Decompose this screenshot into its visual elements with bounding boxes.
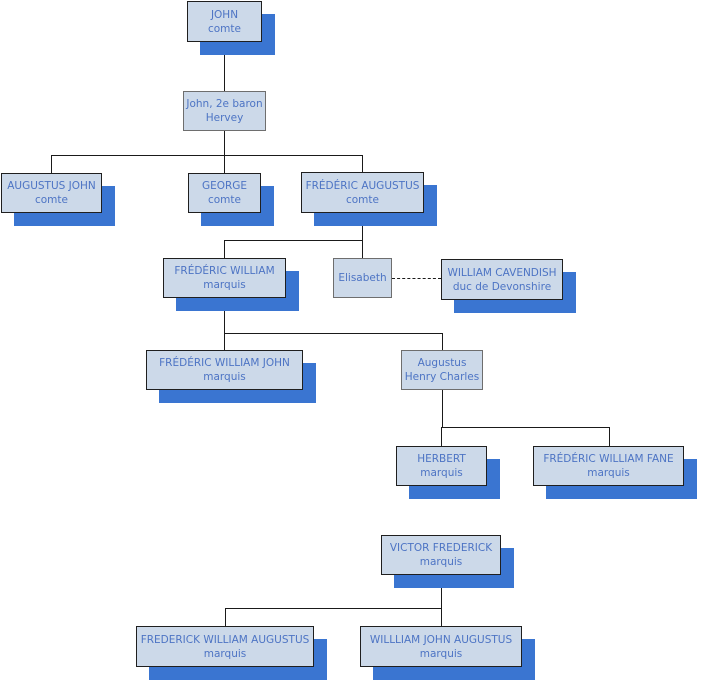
person-name: FRÉDÉRIC AUGUSTUS <box>305 179 420 192</box>
tree-connector-line <box>362 213 363 240</box>
marriage-dashed-connector <box>392 278 441 279</box>
tree-node-george: GEORGE comte <box>188 173 261 213</box>
person-subtitle: marquis <box>420 467 463 479</box>
person-name: FRÉDÉRIC WILLIAM <box>174 265 275 277</box>
person-subtitle: marquis <box>203 279 246 291</box>
tree-connector-line <box>441 427 609 428</box>
person-subtitle: comte <box>345 193 379 206</box>
tree-connector-line <box>224 298 225 333</box>
tree-connector-line <box>224 333 442 334</box>
tree-connector-line <box>224 131 225 155</box>
tree-connector-line <box>362 155 363 173</box>
person-name: FREDERICK WILLIAM AUGUSTUS <box>140 633 310 646</box>
tree-connector-line <box>442 333 443 350</box>
tree-node-elisabeth: Elisabeth <box>333 258 392 298</box>
tree-connector-line <box>441 427 442 446</box>
person-name: FRÉDÉRIC WILLIAM FANE <box>543 453 674 465</box>
tree-connector-line <box>442 390 443 427</box>
person-name: John, 2e baron <box>186 98 263 110</box>
person-name: AUGUSTUS JOHN <box>7 180 96 192</box>
person-subtitle: Hervey <box>205 112 244 124</box>
person-name: WILLIAM CAVENDISH <box>447 266 557 279</box>
tree-connector-line <box>224 155 225 173</box>
tree-node-frederic-william-fane: FRÉDÉRIC WILLIAM FANE marquis <box>533 446 684 486</box>
person-name: Augustus <box>417 357 467 369</box>
person-name: JOHN <box>210 8 239 21</box>
person-subtitle: marquis <box>419 556 463 568</box>
tree-node-augustus-john: AUGUSTUS JOHN comte <box>1 173 102 213</box>
person-name: VICTOR FREDERICK <box>389 542 493 554</box>
tree-node-victor-frederick: VICTOR FREDERICK marquis <box>381 535 501 575</box>
tree-connector-line <box>51 155 52 173</box>
person-subtitle: marquis <box>419 647 463 660</box>
tree-connector-line <box>362 240 363 258</box>
tree-connector-line <box>224 42 225 91</box>
tree-connector-line <box>224 240 225 258</box>
tree-connector-line <box>225 608 226 626</box>
tree-connector-line <box>224 333 225 350</box>
tree-connector-line <box>441 608 442 626</box>
tree-node-herbert: HERBERT marquis <box>396 446 487 486</box>
person-subtitle: comte <box>207 194 241 206</box>
tree-connector-line <box>225 608 441 609</box>
tree-connector-line <box>51 155 363 156</box>
tree-connector-line <box>441 575 442 608</box>
tree-node-frederic-william: FRÉDÉRIC WILLIAM marquis <box>163 258 286 298</box>
person-name: WILLLIAM JOHN AUGUSTUS <box>369 633 513 646</box>
person-subtitle: comte <box>207 22 241 35</box>
person-name: HERBERT <box>417 453 466 465</box>
person-name: Elisabeth <box>338 272 387 284</box>
person-subtitle: marquis <box>587 467 630 479</box>
person-subtitle: Henry Charles <box>404 371 480 383</box>
tree-connector-line <box>609 427 610 446</box>
person-subtitle: duc de Devonshire <box>452 280 552 293</box>
person-name: GEORGE <box>201 180 248 192</box>
tree-connector-line <box>224 240 363 241</box>
person-subtitle: comte <box>34 194 68 206</box>
person-subtitle: marquis <box>203 371 246 383</box>
person-subtitle: marquis <box>203 647 247 660</box>
person-name: FRÉDÉRIC WILLIAM JOHN <box>159 357 290 369</box>
tree-node-frederic-william-john: FRÉDÉRIC WILLIAM JOHN marquis <box>146 350 303 390</box>
